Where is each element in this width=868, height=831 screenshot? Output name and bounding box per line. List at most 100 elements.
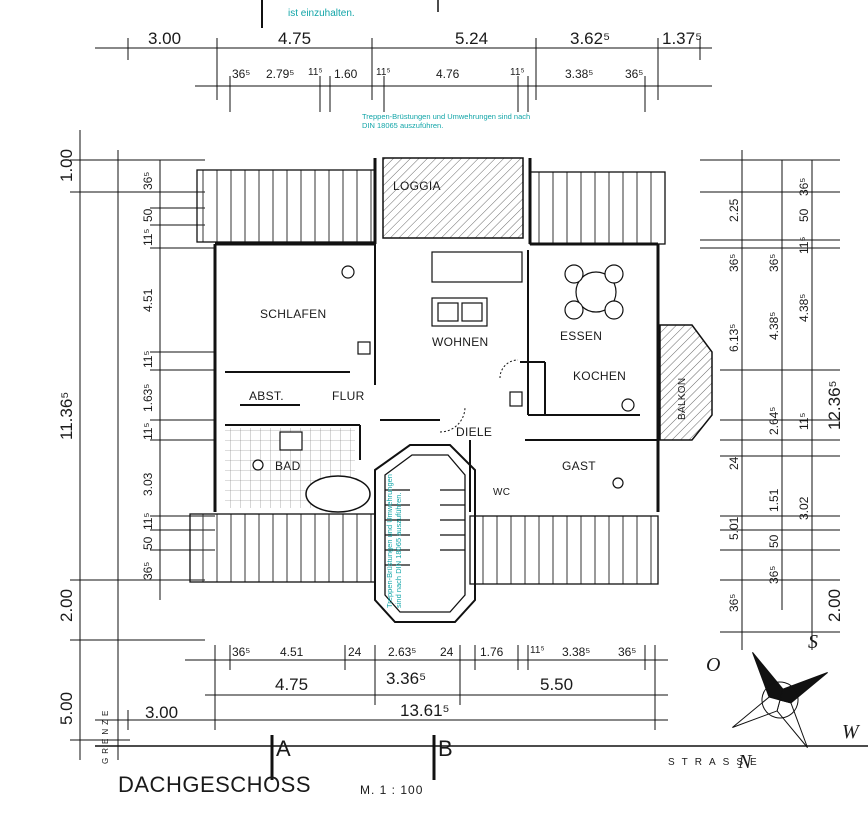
dim-right-mid-11: 11⁵ [797, 412, 811, 430]
stair-note-top: Treppen-Brüstungen und Umwehrungen sind … [362, 112, 531, 131]
dim-top-2: 4.75 [278, 29, 312, 48]
dim-left-4: 5.00 [57, 691, 76, 725]
room-gast: GAST [562, 459, 596, 473]
dim-top2-8: 3.38⁵ [565, 67, 594, 81]
dim-left-2: 11.36⁵ [57, 391, 76, 440]
dim-left-in-6: 1.63⁵ [141, 383, 155, 412]
dim-right-in-1: 2.25 [727, 198, 741, 222]
dim-top2-6: 4.76 [436, 67, 460, 81]
room-abst: ABST. [249, 389, 284, 403]
dim-left-in-11: 36⁵ [141, 561, 155, 580]
dim-left-in-5: 11⁵ [141, 350, 155, 368]
dim-left-in-10: 50 [141, 536, 155, 550]
dim-left-in-7: 11⁵ [141, 422, 155, 440]
room-kochen: KOCHEN [573, 369, 627, 383]
dim-top-3: 5.24 [455, 29, 489, 48]
compass-rose [732, 652, 828, 748]
dim-bot2-1: 4.75 [275, 675, 309, 694]
balcony-bay [659, 324, 713, 441]
exterior-walls [213, 158, 660, 512]
dim-left-in-8: 3.03 [141, 472, 155, 496]
dim-bot1-6: 1.76 [480, 645, 504, 659]
roof-strips-bottom [189, 513, 659, 585]
door-swings [439, 359, 519, 433]
dim-right-in-5: 5.01 [727, 516, 741, 540]
room-wc: WC [493, 487, 511, 498]
dim-right-mid-4: 1.51 [767, 488, 781, 512]
dim-bot2-2: 3.36⁵ [386, 669, 427, 688]
dim-right-mid-3: 2.64⁵ [767, 406, 781, 435]
compass-w: W [842, 721, 859, 743]
dim-right-mid-10: 4.38⁵ [797, 293, 811, 322]
room-flur: FLUR [332, 389, 365, 403]
dim-top2-1: 36⁵ [232, 67, 251, 81]
interior-walls [225, 244, 658, 512]
room-balkon: BALKON [677, 377, 688, 420]
dim-bot1-4: 2.63⁵ [388, 645, 417, 659]
section-b: B [438, 736, 453, 761]
dim-bot1-9: 36⁵ [618, 645, 637, 659]
dim-right-mid-5: 50 [767, 534, 781, 548]
drawing-scale: M. 1 : 100 [360, 783, 424, 797]
dim-bot1-1: 36⁵ [232, 645, 251, 659]
dim-bot2-3: 5.50 [540, 675, 574, 694]
room-essen: ESSEN [560, 329, 603, 343]
drawing-title: DACHGESCHOSS [118, 772, 312, 797]
dim-right-mid-7: 36⁵ [797, 177, 811, 196]
dim-left-in-9: 11⁵ [141, 512, 155, 530]
dim-right-outer-1: 12.36⁵ [825, 380, 844, 430]
dim-bot1-3: 24 [348, 645, 362, 659]
dim-right-outer-2: 3.02 [797, 496, 811, 520]
dim-bot1-2: 4.51 [280, 645, 304, 659]
dim-left-in-4: 4.51 [141, 288, 155, 312]
dim-left-in-2: 50 [141, 208, 155, 222]
room-bad: BAD [275, 459, 301, 473]
dim-top-5: 1.37⁵ [662, 29, 703, 48]
sofa [431, 251, 523, 327]
dim-bot3-1: 3.00 [145, 703, 179, 722]
dim-right-mid-2: 4.38⁵ [767, 311, 781, 340]
dim-left-in-1: 36⁵ [141, 171, 155, 190]
dimension-lines-top [95, 38, 712, 112]
room-diele: DIELE [456, 425, 493, 439]
room-loggia: LOGGIA [393, 179, 441, 193]
top-note-frame [261, 0, 439, 28]
street-label: STRASSE [668, 757, 764, 768]
dim-right-mid-8: 50 [797, 208, 811, 222]
bathtub [305, 475, 371, 513]
fixtures [252, 265, 635, 489]
dim-bot3-2: 13.61⁵ [400, 701, 450, 720]
loggia-floor [382, 157, 524, 239]
stair-note: Treppen-Brüstungen und Umwehrungen sind … [385, 474, 404, 608]
dim-top2-2: 2.79⁵ [266, 67, 295, 81]
dim-top-1: 3.00 [148, 29, 182, 48]
room-schlafen: SCHLAFEN [260, 307, 327, 321]
dim-right-outer-3: 2.00 [825, 588, 844, 622]
dim-top2-5: 11⁵ [376, 67, 391, 78]
dim-left-1: 1.00 [57, 148, 76, 182]
dimension-lines-left [70, 130, 215, 760]
dim-top2-9: 36⁵ [625, 67, 644, 81]
room-wohnen: WOHNEN [432, 335, 489, 349]
dim-top2-4: 1.60 [334, 67, 358, 81]
dim-bot1-7: 11⁵ [530, 645, 545, 656]
dimension-lines-bottom [95, 645, 668, 730]
staircase [374, 444, 476, 623]
dim-left-3: 2.00 [57, 588, 76, 622]
boundary-label: GRENZE [101, 706, 110, 764]
dim-right-in-6: 36⁵ [727, 593, 741, 612]
compass-n: N [738, 751, 752, 773]
section-markers [270, 735, 436, 780]
dim-right-in-3: 6.13⁵ [727, 323, 741, 352]
dim-left-in-3: 11⁵ [141, 228, 155, 246]
dim-right-mid-1: 36⁵ [767, 253, 781, 272]
roof-strips-top [196, 169, 666, 245]
dining-set [564, 264, 624, 320]
dim-right-in-4: 24 [727, 456, 741, 470]
dim-right-mid-9: 11⁵ [797, 236, 811, 254]
dim-bot1-8: 3.38⁵ [562, 645, 591, 659]
dim-top2-7: 11⁵ [510, 67, 525, 78]
top-note: ist einzuhalten. [288, 8, 355, 19]
dim-top2-3: 11⁵ [308, 67, 323, 78]
